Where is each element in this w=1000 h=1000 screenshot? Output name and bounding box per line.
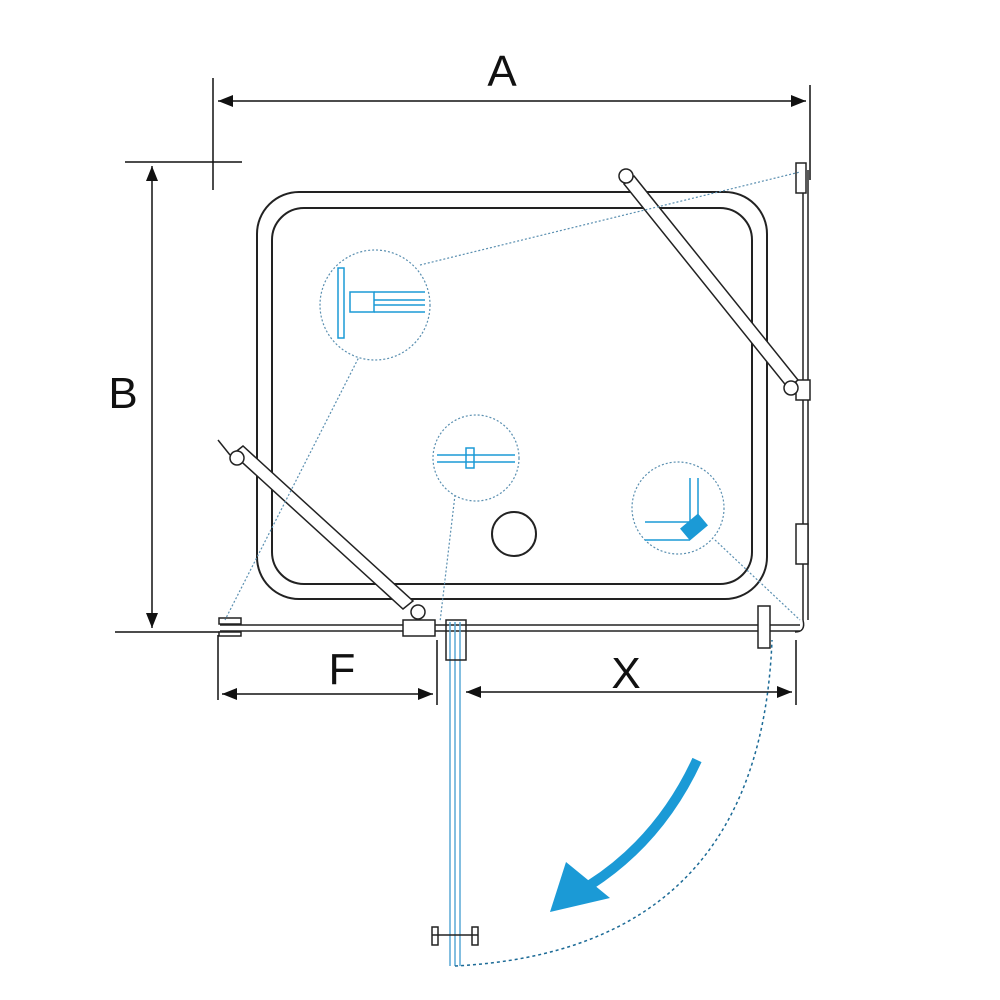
dimension-a-label: A xyxy=(487,47,517,96)
side-panel xyxy=(794,162,811,633)
dimension-f xyxy=(217,635,438,705)
detail-profiles xyxy=(337,267,708,541)
dimension-b xyxy=(115,161,242,633)
swing-direction-arrow-icon xyxy=(550,757,702,912)
dimension-f-label: F xyxy=(328,645,356,694)
dimension-a xyxy=(212,78,811,190)
support-bar-right xyxy=(618,168,800,396)
shower-tray xyxy=(256,191,768,600)
drain xyxy=(491,511,537,557)
front-panel xyxy=(218,605,800,649)
detail-callouts xyxy=(224,171,801,623)
dimension-x xyxy=(466,640,797,705)
door-open xyxy=(431,619,479,966)
dimension-x-label: X xyxy=(611,649,641,698)
support-bar-left xyxy=(217,439,426,620)
door-swing-arc xyxy=(454,639,773,967)
dimension-b-label: B xyxy=(108,369,138,418)
